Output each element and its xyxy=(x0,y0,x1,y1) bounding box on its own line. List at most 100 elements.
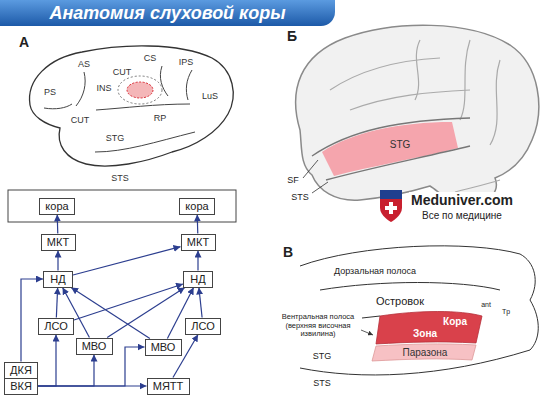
monkey-brain-outline xyxy=(30,46,234,166)
stg-region xyxy=(322,122,458,176)
leader-line xyxy=(303,160,318,178)
signal-arrow xyxy=(74,284,183,320)
logo-band xyxy=(380,190,402,199)
signal-arrow xyxy=(57,215,59,234)
signal-arrow xyxy=(199,288,202,318)
box-label: ДКЯ xyxy=(10,364,32,377)
signal-arrow xyxy=(107,288,185,338)
area-label: Кора xyxy=(443,316,467,328)
process-box: МЯТТ xyxy=(147,378,190,395)
sulcus-label: LuS xyxy=(202,91,218,101)
process-box: МВО xyxy=(145,339,182,356)
box-label: МВО xyxy=(151,341,176,354)
gyrus-line xyxy=(490,60,500,145)
band-label: Дорзальная полоса xyxy=(334,266,416,276)
panel-letter: А xyxy=(19,34,29,50)
parabelt-area xyxy=(372,344,476,361)
box-label: ЛСО xyxy=(44,320,68,333)
gyrus-line xyxy=(330,58,440,90)
signal-arrow xyxy=(73,247,181,275)
sulcus-line xyxy=(95,132,195,152)
panel-letter: В xyxy=(283,244,293,260)
sulcus-label: PS xyxy=(44,87,56,97)
process-box: МКТ xyxy=(181,234,216,251)
watermark: Meduniver.com xyxy=(409,192,515,208)
box-label: кора xyxy=(45,200,69,213)
gyrus-label: STG xyxy=(313,351,332,361)
process-box: НД xyxy=(43,271,73,288)
area-label: ant xyxy=(481,301,491,309)
band-label: Вентральная полоса (верхняя височная изв… xyxy=(278,313,358,339)
watermark: Все по медицине xyxy=(420,210,504,222)
sulcus-label: STS xyxy=(313,378,331,388)
sylvian-fissure xyxy=(312,118,470,156)
sulcus-label: IPS xyxy=(179,57,194,67)
sulcus-line xyxy=(96,104,190,110)
area-label: RP xyxy=(154,113,167,123)
gyrus-label: STG xyxy=(106,133,125,143)
box-label: МКТ xyxy=(47,236,70,249)
process-box: ДКЯ xyxy=(4,362,38,379)
signal-arrow xyxy=(57,251,58,271)
signal-arrow xyxy=(38,385,147,386)
process-box: ВКЯ xyxy=(4,378,38,395)
process-box: НД xyxy=(183,271,213,288)
box-label: кора xyxy=(185,200,209,213)
sulcus-label: STS xyxy=(291,192,309,202)
process-box: кора xyxy=(39,198,75,215)
insula-line xyxy=(362,316,380,318)
signal-arrow xyxy=(38,355,94,387)
box-label: НД xyxy=(189,273,207,286)
title-banner: Анатомия слуховой коры xyxy=(0,0,335,26)
signal-arrow xyxy=(38,335,56,387)
area-label: Паразона xyxy=(403,347,448,359)
signal-arrow xyxy=(71,288,150,339)
panel-letter: Б xyxy=(287,28,297,44)
sulcus-label: AS xyxy=(78,59,90,69)
process-box: МКТ xyxy=(41,234,76,251)
core-area xyxy=(376,312,482,345)
box-label: НД xyxy=(49,273,67,286)
signal-arrow xyxy=(56,288,57,318)
gyrus-line xyxy=(455,180,500,192)
leader-arrow xyxy=(361,330,373,335)
gyrus-line xyxy=(415,40,420,100)
core-region xyxy=(127,82,153,98)
gyrus-line xyxy=(350,90,470,110)
area-label: Островок xyxy=(376,295,424,308)
box-label: МКТ xyxy=(187,236,210,249)
logo-cross xyxy=(385,202,397,214)
leader-line xyxy=(312,182,328,193)
signal-arrow xyxy=(197,215,199,234)
process-box: ЛСО xyxy=(38,318,74,335)
box-label: ЛСО xyxy=(191,320,215,333)
sulcus-label: CS xyxy=(144,53,157,63)
box-label: ВКЯ xyxy=(10,380,32,393)
human-brain-outline xyxy=(296,25,539,205)
gyrus-label: STG xyxy=(390,139,411,151)
area-label: INS xyxy=(96,83,111,93)
cortex-frame xyxy=(8,190,236,222)
sulcus-label: SF xyxy=(287,175,299,185)
belt-region xyxy=(118,76,162,104)
sulcus-label: CUT xyxy=(71,115,90,125)
dorsal-band-line xyxy=(300,246,538,350)
box-label: МЯТТ xyxy=(153,380,184,393)
sulcus-label: CUT xyxy=(113,67,132,77)
area-label: Зона xyxy=(413,328,437,340)
insula-line xyxy=(320,283,500,291)
sulcus-line xyxy=(186,70,192,100)
signal-arrow xyxy=(197,251,198,271)
logo-shield xyxy=(380,190,402,222)
sulcus-line xyxy=(76,72,85,106)
sulcus-line xyxy=(44,104,72,109)
area-label: Tp xyxy=(502,308,510,316)
gyrus-line xyxy=(460,40,470,120)
sts-sulcus xyxy=(326,146,470,180)
process-box: МВО xyxy=(76,338,113,355)
process-box: кора xyxy=(179,198,215,215)
title-text: Анатомия слуховой коры xyxy=(49,3,285,24)
sulcus-label: STS xyxy=(111,173,129,183)
process-box: ЛСО xyxy=(185,318,221,335)
box-label: МВО xyxy=(82,340,107,353)
